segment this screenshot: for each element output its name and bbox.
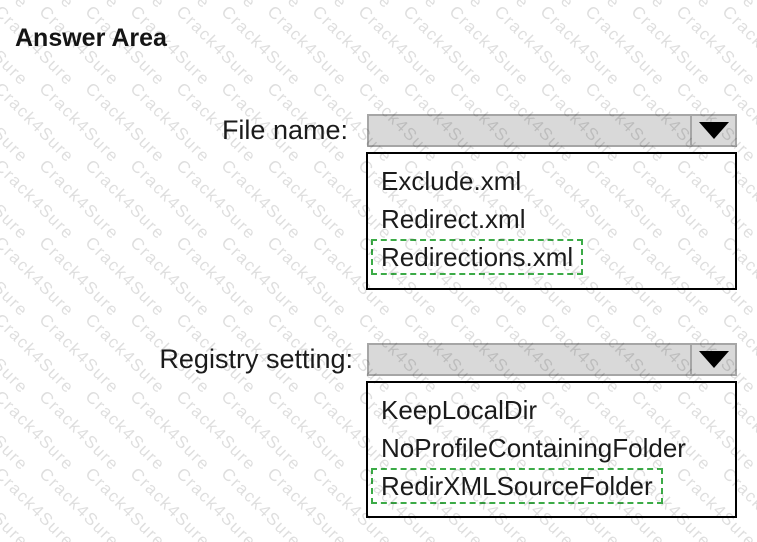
watermark-text: Crack4Sure xyxy=(217,2,306,90)
watermark-text: Crack4Sure xyxy=(0,156,78,244)
watermark-text: Crack4Sure xyxy=(536,2,624,90)
watermark-text: Crack4Sure xyxy=(444,0,533,13)
watermark-text: Crack4Sure xyxy=(0,233,78,321)
option-label: Redirections.xml xyxy=(371,239,584,275)
watermark-text: Crack4Sure xyxy=(263,156,351,244)
watermark-text: Crack4Sure xyxy=(0,387,33,475)
watermark-text: Crack4Sure xyxy=(0,0,78,13)
watermark-text: Crack4Sure xyxy=(717,0,757,13)
watermark-text: Crack4Sure xyxy=(0,0,32,13)
watermark-text: Crack4Sure xyxy=(172,464,260,542)
watermark-text: Crack4Sure xyxy=(172,387,260,475)
option-redirxmlsourcefolder[interactable]: RedirXMLSourceFolder xyxy=(368,467,735,505)
watermark-text: Crack4Sure xyxy=(263,2,351,90)
watermark-text: Crack4Sure xyxy=(172,233,260,321)
watermark-text: Crack4Sure xyxy=(126,233,215,321)
watermark-text: Crack4Sure xyxy=(172,2,260,90)
watermark-text: Crack4Sure xyxy=(126,464,215,542)
watermark-text: Crack4Sure xyxy=(35,464,124,542)
watermark-text: Crack4Sure xyxy=(581,0,670,13)
registry-setting-dropdown-value xyxy=(369,345,690,374)
watermark-text: Crack4Sure xyxy=(0,387,78,475)
watermark-text: Crack4Sure xyxy=(217,233,306,321)
watermark-text: Crack4Sure xyxy=(627,2,715,90)
file-name-dropdown[interactable] xyxy=(367,114,737,147)
option-redirect-xml[interactable]: Redirect.xml xyxy=(368,200,735,238)
file-name-label: File name: xyxy=(221,115,348,145)
watermark-text: Crack4Sure xyxy=(172,156,260,244)
file-name-dropdown-value xyxy=(369,116,690,145)
option-label: Redirect.xml xyxy=(381,204,526,234)
watermark-text: Crack4Sure xyxy=(81,464,169,542)
watermark-text: Crack4Sure xyxy=(35,156,124,244)
watermark-text: Crack4Sure xyxy=(217,387,306,475)
watermark-text: Crack4Sure xyxy=(672,2,757,90)
watermark-text: Crack4Sure xyxy=(81,387,169,475)
watermark-text: Crack4Sure xyxy=(581,2,670,90)
watermark-text: Crack4Sure xyxy=(35,233,124,321)
file-name-dropdown-button[interactable] xyxy=(690,116,735,145)
option-keeplocaldir[interactable]: KeepLocalDir xyxy=(368,391,735,429)
page-title: Answer Area xyxy=(15,24,167,52)
option-label: NoProfileContainingFolder xyxy=(381,433,686,463)
registry-setting-options-list: KeepLocalDir NoProfileContainingFolder R… xyxy=(366,381,737,518)
option-label: RedirXMLSourceFolder xyxy=(371,468,663,504)
option-redirections-xml[interactable]: Redirections.xml xyxy=(368,238,735,276)
watermark-text: Crack4Sure xyxy=(308,2,397,90)
watermark-text: Crack4Sure xyxy=(126,0,215,13)
watermark-text: Crack4Sure xyxy=(126,156,215,244)
watermark-text: Crack4Sure xyxy=(80,0,169,13)
option-noprofilecontainingfolder[interactable]: NoProfileContainingFolder xyxy=(368,429,735,467)
watermark-text: Crack4Sure xyxy=(535,0,624,13)
option-label: KeepLocalDir xyxy=(381,395,538,425)
watermark-text: Crack4Sure xyxy=(0,156,33,244)
watermark-text: Crack4Sure xyxy=(35,387,124,475)
watermark-text: Crack4Sure xyxy=(263,387,351,475)
registry-setting-dropdown-button[interactable] xyxy=(690,345,735,374)
watermark-text: Crack4Sure xyxy=(81,233,169,321)
dropdown-arrow-icon xyxy=(698,122,729,139)
watermark-text: Crack4Sure xyxy=(217,464,306,542)
watermark-text: Crack4Sure xyxy=(0,464,78,542)
watermark-text: Crack4Sure xyxy=(0,233,33,321)
watermark-text: Crack4Sure xyxy=(217,0,306,13)
watermark-text: Crack4Sure xyxy=(126,387,215,475)
watermark-text: Crack4Sure xyxy=(626,0,715,13)
watermark-text: Crack4Sure xyxy=(490,2,579,90)
dropdown-arrow-icon xyxy=(698,351,729,368)
watermark-text: Crack4Sure xyxy=(399,0,488,13)
watermark-text: Crack4Sure xyxy=(35,0,124,13)
file-name-options-list: Exclude.xml Redirect.xml Redirections.xm… xyxy=(366,152,737,290)
watermark-text: Crack4Sure xyxy=(263,464,351,542)
registry-setting-label: Registry setting: xyxy=(159,344,353,374)
watermark-text: Crack4Sure xyxy=(399,2,488,90)
watermark-text: Crack4Sure xyxy=(262,0,351,13)
watermark-text: Crack4Sure xyxy=(354,2,442,90)
watermark-text: Crack4Sure xyxy=(81,156,169,244)
watermark-text: Crack4Sure xyxy=(0,464,33,542)
watermark-text: Crack4Sure xyxy=(672,0,757,13)
watermark-text: Crack4Sure xyxy=(353,0,442,13)
watermark-text: Crack4Sure xyxy=(217,156,306,244)
watermark-text: Crack4Sure xyxy=(490,0,579,13)
watermark-text: Crack4Sure xyxy=(718,2,757,90)
option-label: Exclude.xml xyxy=(381,166,522,196)
watermark-text: Crack4Sure xyxy=(308,0,397,13)
registry-setting-dropdown[interactable] xyxy=(367,343,737,376)
watermark-text: Crack4Sure xyxy=(445,2,533,90)
option-exclude-xml[interactable]: Exclude.xml xyxy=(368,162,735,200)
watermark-text: Crack4Sure xyxy=(171,0,260,13)
watermark-text: Crack4Sure xyxy=(263,233,351,321)
